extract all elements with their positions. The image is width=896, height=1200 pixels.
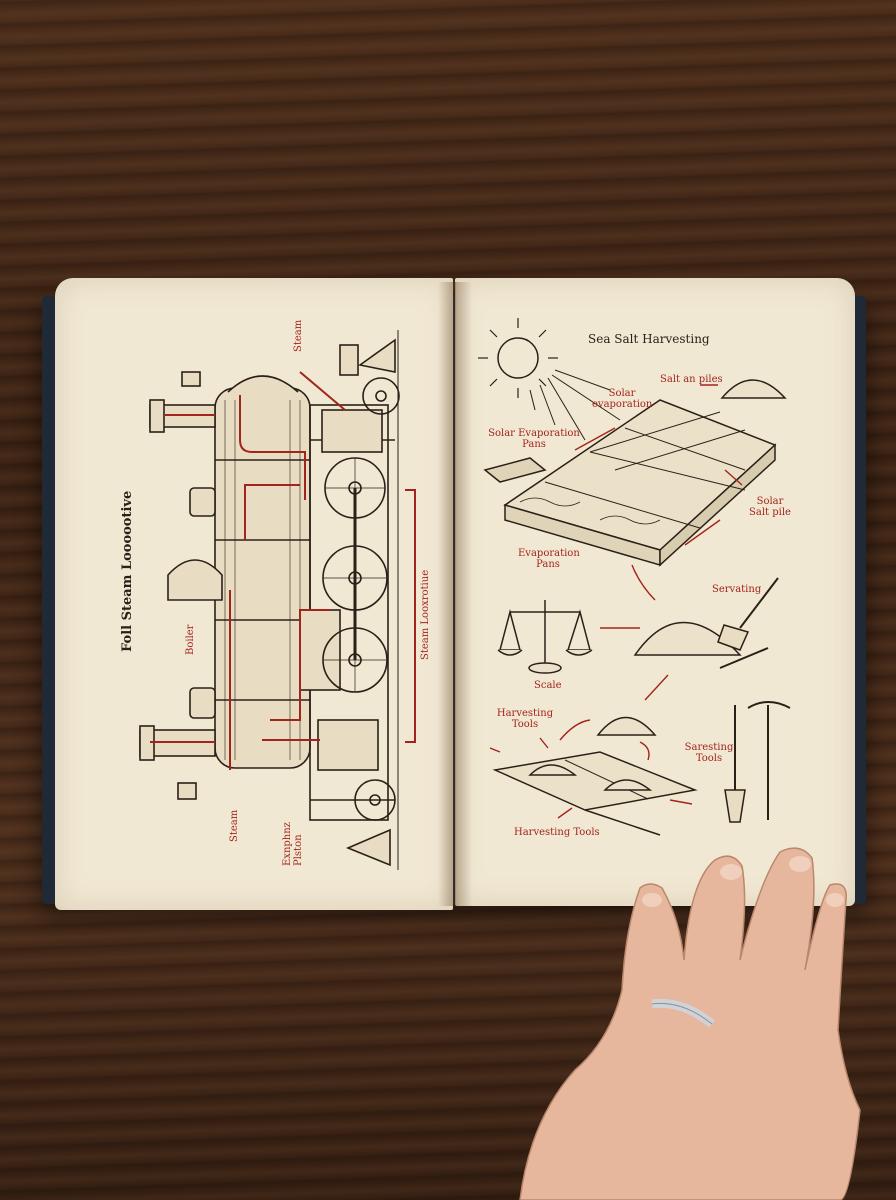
scale-icon bbox=[497, 600, 593, 674]
label-solar-salt-pile: Solar Salt pile bbox=[749, 496, 791, 518]
label-evaporation-pans: Evaporation Pans bbox=[518, 548, 580, 570]
label-harvesting-tools-top: Harvesting Tools bbox=[496, 708, 554, 730]
book-gutter bbox=[438, 282, 472, 906]
label-saresting-tools: Saresting Tools bbox=[684, 742, 734, 764]
locomotive-steam-lines bbox=[150, 371, 416, 770]
salt-process-arrows bbox=[489, 384, 743, 819]
label-solar-evaporation-pans: Solar Evaporation Pans bbox=[488, 428, 580, 450]
label-harvesting-tools-bottom: Harvesting Tools bbox=[514, 827, 600, 838]
sun-icon bbox=[478, 318, 558, 398]
evaporation-pans bbox=[483, 399, 777, 567]
label-salt-piles: Salt an piles bbox=[660, 374, 723, 385]
salt-title: Sea Salt Harvesting bbox=[588, 332, 710, 346]
label-scale: Scale bbox=[534, 680, 562, 691]
harvesting-trays bbox=[492, 751, 698, 836]
label-solar-evaporation: Solar evaporation bbox=[592, 388, 653, 410]
locomotive-illustration bbox=[139, 330, 400, 870]
salt-harvesting-illustration bbox=[478, 318, 791, 836]
right-page bbox=[455, 278, 855, 906]
label-servating: Servating bbox=[712, 584, 762, 595]
